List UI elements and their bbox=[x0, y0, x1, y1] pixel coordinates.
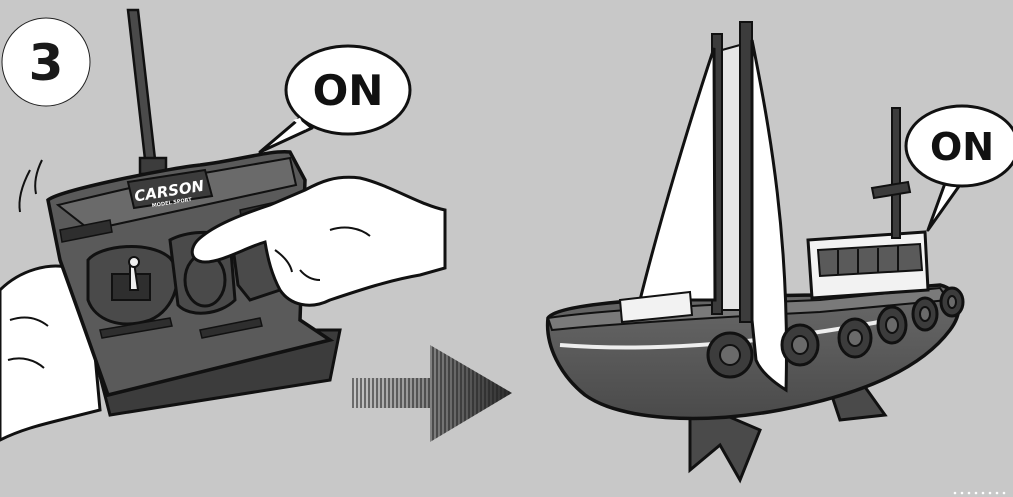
boat-on-label: ON bbox=[930, 125, 994, 169]
step-number: 3 bbox=[29, 34, 64, 92]
transmitter-on-label: ON bbox=[313, 66, 384, 115]
step-badge: 3 bbox=[2, 18, 90, 106]
